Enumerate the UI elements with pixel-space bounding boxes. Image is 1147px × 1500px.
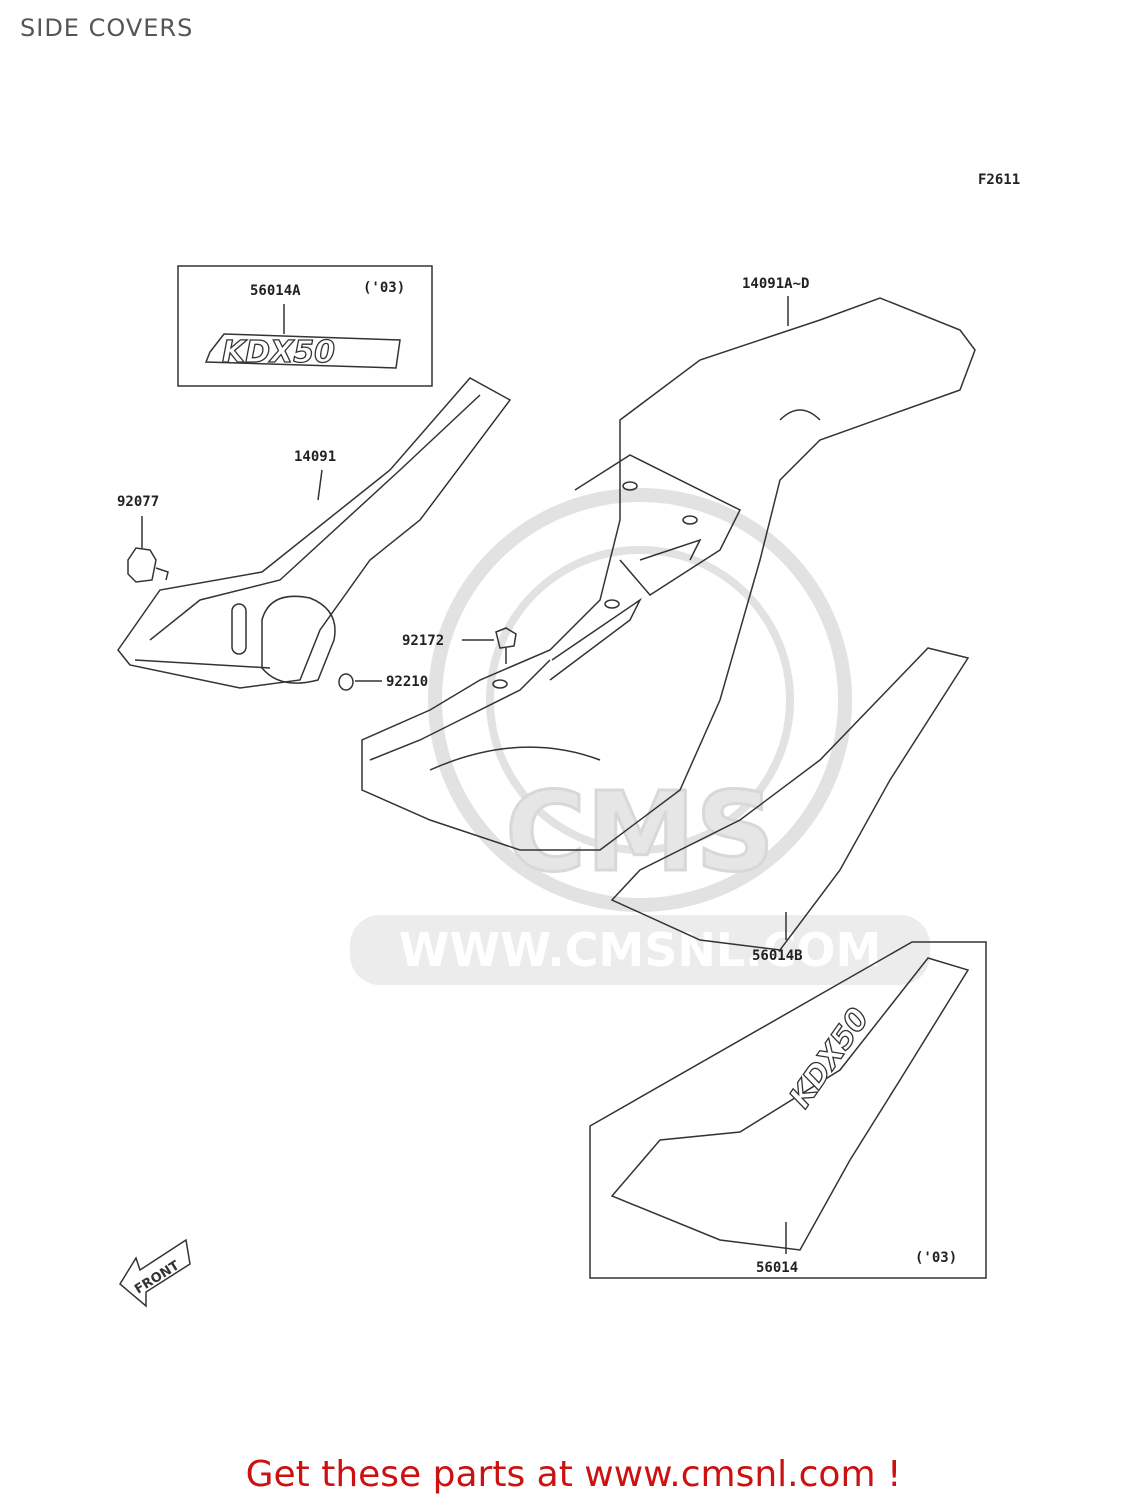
cms-watermark: CMS WWW.CMSNL.COM [350,488,930,985]
kdx50-decal-large-text: KDX50 [783,1002,877,1115]
label-92172: 92172 [402,633,444,649]
knob-92077: 92077 [117,494,169,583]
bolt-92172: 92172 [402,627,517,664]
watermark-url-bar [350,915,930,985]
side-cover-14091: 14091 [117,377,512,689]
label-92210: 92210 [386,674,428,690]
front-arrow-icon: FRONT [119,1238,191,1308]
decal-box-56014A: 56014A ('03) KDX50 [177,265,433,387]
label-14091: 14091 [294,449,336,465]
decal-56014B: 56014B [610,647,970,964]
watermark-brand: CMS [505,768,774,896]
washer-92210: 92210 [338,673,428,691]
figure-code: F2611 [978,172,1020,188]
front-arrow-text: FRONT [132,1258,182,1297]
label-56014B: 56014B [752,948,803,964]
watermark-inner-ring [486,546,794,854]
footer-link[interactable]: Get these parts at www.cmsnl.com ! [245,1454,902,1495]
kdx50-decal-small [204,333,401,369]
label-56014-year: ('03) [915,1250,957,1266]
label-56014: 56014 [756,1260,798,1276]
label-56014A-year: ('03) [363,280,405,296]
kdx50-decal-text: KDX50 [222,335,335,370]
watermark-url: WWW.CMSNL.COM [399,923,882,977]
label-14091A-D: 14091A~D [742,276,809,292]
rear-cover-14091A-D: 14091A~D [361,276,976,851]
page-title: SIDE COVERS [20,14,194,42]
watermark-ring [428,488,852,912]
label-56014A: 56014A [250,283,301,299]
decal-box-56014: KDX50 56014 ('03) [589,941,987,1279]
label-92077: 92077 [117,494,159,510]
